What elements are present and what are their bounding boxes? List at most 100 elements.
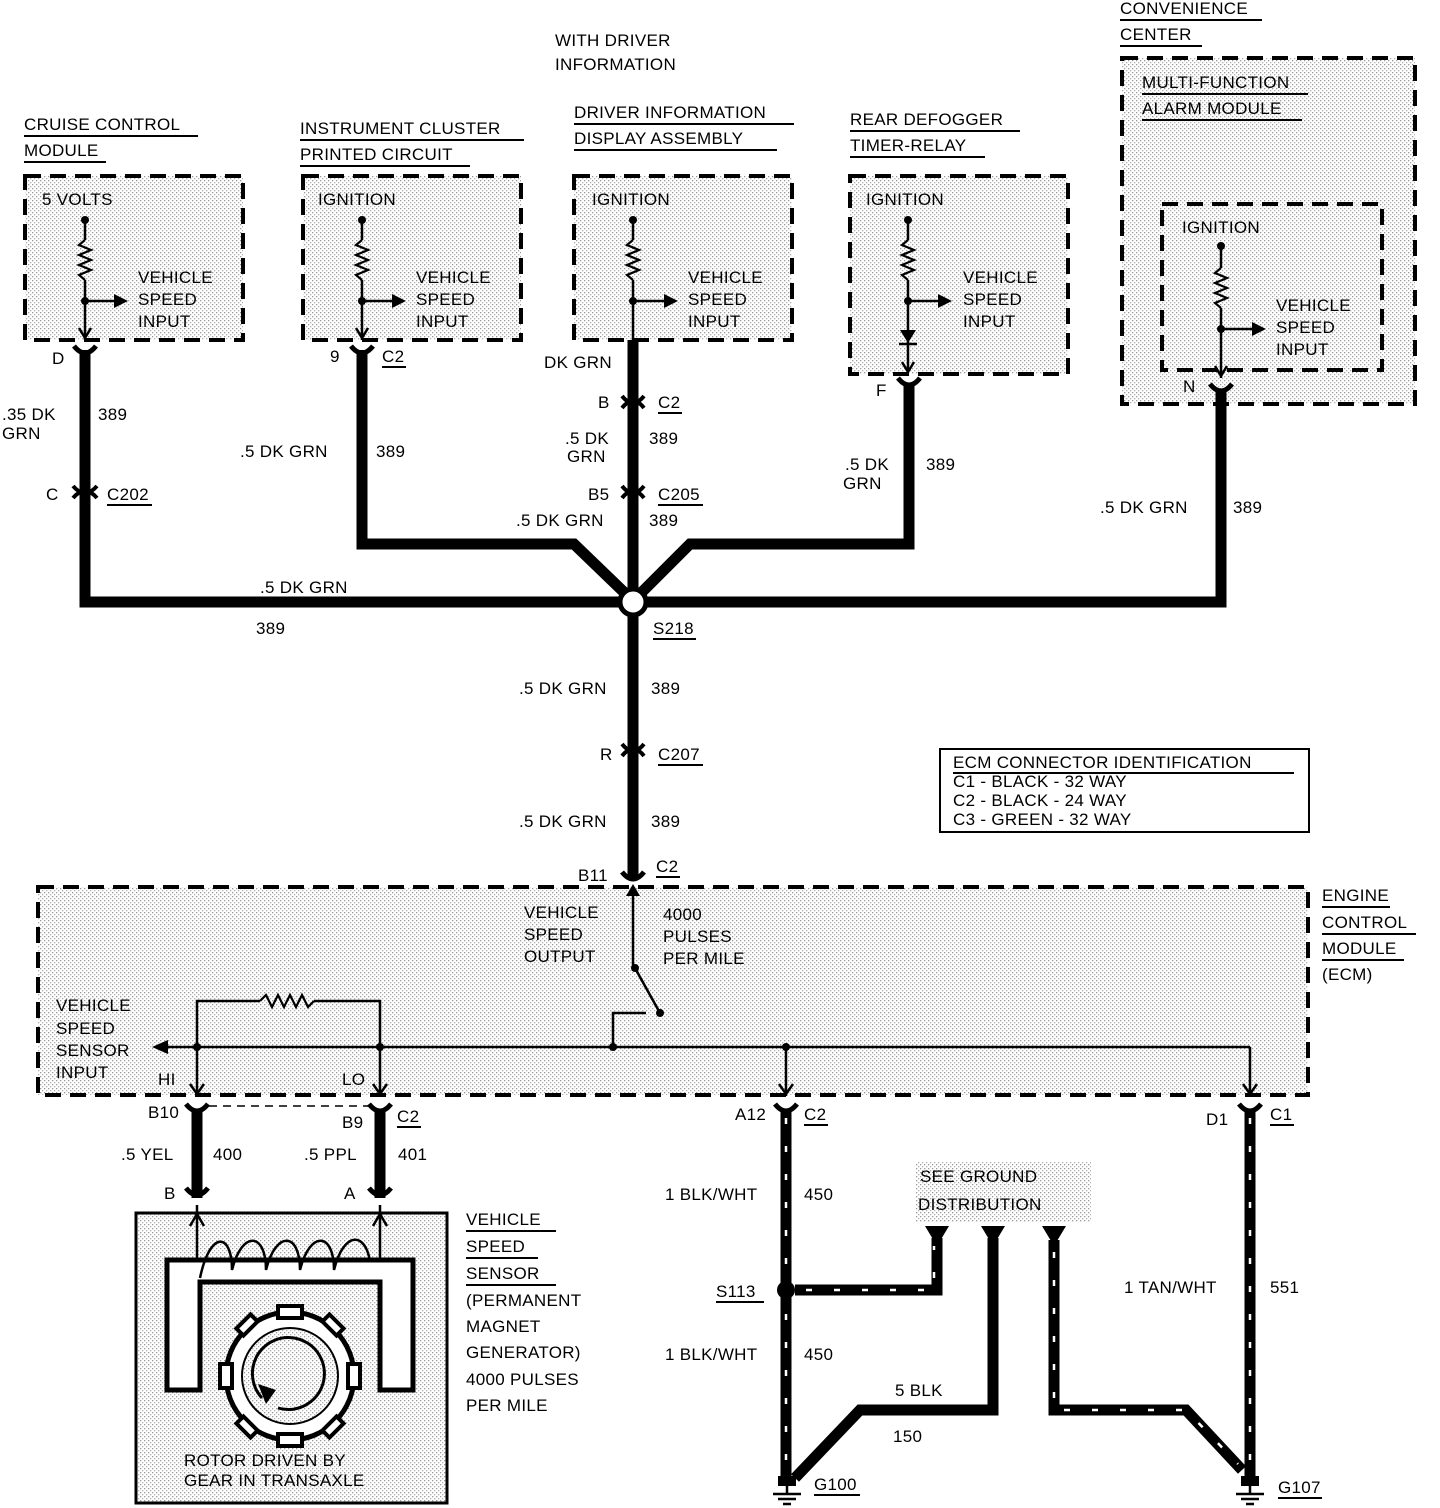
svg-text:389: 389	[651, 812, 680, 831]
svg-text:(ECM): (ECM)	[1322, 965, 1373, 984]
splice-s113	[777, 1281, 795, 1299]
svg-text:C2: C2	[656, 857, 678, 876]
svg-text:INFORMATION: INFORMATION	[555, 55, 676, 74]
svg-text:450: 450	[804, 1345, 833, 1364]
svg-text:VEHICLE: VEHICLE	[688, 268, 763, 287]
svg-text:VEHICLE: VEHICLE	[416, 268, 491, 287]
svg-text:B: B	[598, 393, 610, 412]
svg-text:C207: C207	[658, 745, 700, 764]
svg-text:MULTI-FUNCTION: MULTI-FUNCTION	[1142, 73, 1289, 92]
svg-text:GEAR IN TRANSAXLE: GEAR IN TRANSAXLE	[184, 1471, 365, 1490]
svg-text:IGNITION: IGNITION	[592, 190, 670, 209]
svg-text:1 TAN/WHT: 1 TAN/WHT	[1124, 1278, 1217, 1297]
svg-text:G107: G107	[1278, 1478, 1321, 1497]
rear-defogger-title: REAR DEFOGGER TIMER-RELAY	[850, 110, 1020, 158]
cruise-control-module-box	[23, 174, 245, 342]
svg-text:S113: S113	[716, 1282, 756, 1301]
svg-text:R: R	[600, 745, 613, 764]
svg-text:PRINTED CIRCUIT: PRINTED CIRCUIT	[300, 145, 453, 164]
svg-text:B5: B5	[588, 485, 609, 504]
svg-text:F: F	[876, 381, 887, 400]
svg-text:VEHICLE: VEHICLE	[1276, 296, 1351, 315]
svg-text:ROTOR DRIVEN BY: ROTOR DRIVEN BY	[184, 1451, 346, 1470]
arrow-down-icon	[981, 1226, 1005, 1246]
svg-text:PER MILE: PER MILE	[466, 1396, 548, 1415]
svg-text:SPEED: SPEED	[688, 290, 747, 309]
svg-text:PULSES: PULSES	[663, 927, 732, 946]
svg-text:551: 551	[1270, 1278, 1299, 1297]
svg-text:PER MILE: PER MILE	[663, 949, 745, 968]
svg-text:GENERATOR): GENERATOR)	[466, 1343, 581, 1362]
svg-text:.5 YEL: .5 YEL	[121, 1145, 174, 1164]
svg-text:D: D	[52, 349, 65, 368]
svg-text:5 BLK: 5 BLK	[895, 1381, 943, 1400]
vss-title: VEHICLE SPEED SENSOR (PERMANENT MAGNET G…	[466, 1210, 581, 1415]
svg-text:INSTRUMENT CLUSTER: INSTRUMENT CLUSTER	[300, 119, 501, 138]
svg-text:IGNITION: IGNITION	[318, 190, 396, 209]
vehicle-speed-sensor: ROTOR DRIVEN BY GEAR IN TRANSAXLE	[134, 1205, 449, 1505]
svg-text:N: N	[1183, 377, 1196, 396]
svg-text:SENSOR: SENSOR	[56, 1041, 130, 1060]
svg-text:4000: 4000	[663, 905, 702, 924]
convenience-center-title: CONVENIENCE CENTER MULTI-FUNCTION ALARM …	[1120, 0, 1308, 121]
dida-input-circuit: IGNITION VEHICLE SPEED INPUT	[592, 190, 763, 340]
ground-g107: G107	[1236, 1476, 1322, 1506]
svg-text:4000 PULSES: 4000 PULSES	[466, 1370, 579, 1389]
svg-text:IGNITION: IGNITION	[1182, 218, 1260, 237]
ecm-output-circuit: VEHICLE SPEED OUTPUT 4000 PULSES PER MIL…	[524, 884, 745, 1047]
svg-text:C2: C2	[382, 347, 404, 366]
svg-text:.5 DK GRN: .5 DK GRN	[260, 578, 348, 597]
svg-text:SPEED: SPEED	[466, 1237, 525, 1256]
svg-text:.5 DK GRN: .5 DK GRN	[1100, 498, 1188, 517]
svg-text:VEHICLE: VEHICLE	[524, 903, 599, 922]
svg-text:.5 DK GRN: .5 DK GRN	[519, 679, 607, 698]
svg-text:389: 389	[376, 442, 405, 461]
instrument-cluster-box	[301, 174, 523, 342]
wire-389-harness	[79, 340, 1227, 880]
cluster-input-circuit: IGNITION VEHICLE SPEED INPUT	[318, 190, 491, 341]
svg-text:ENGINE: ENGINE	[1322, 886, 1389, 905]
svg-text:CENTER: CENTER	[1120, 25, 1192, 44]
defogger-input-circuit: IGNITION VEHICLE SPEED INPUT	[866, 190, 1038, 375]
rear-defogger-box	[848, 174, 1070, 376]
svg-text:TIMER-RELAY: TIMER-RELAY	[850, 136, 966, 155]
vss-wires: B10 B9 C2 .5 YEL 400 .5 PPL 401 B A	[121, 1103, 427, 1203]
svg-text:C202: C202	[107, 485, 149, 504]
arrow-left-icon	[152, 1040, 168, 1054]
svg-text:450: 450	[804, 1185, 833, 1204]
ecm-connector-table: ECM CONNECTOR IDENTIFICATION C1 - BLACK …	[939, 748, 1310, 833]
svg-text:A12: A12	[735, 1105, 766, 1124]
svg-text:DISTRIBUTION: DISTRIBUTION	[918, 1195, 1042, 1214]
svg-text:D1: D1	[1206, 1110, 1228, 1129]
ground-wires: A12 C2 1 BLK/WHT 450 S113 1 BLK/WHT 450 …	[665, 1105, 1299, 1482]
svg-text:9: 9	[330, 347, 340, 366]
svg-text:DISPLAY ASSEMBLY: DISPLAY ASSEMBLY	[574, 129, 743, 148]
svg-text:VEHICLE: VEHICLE	[466, 1210, 541, 1229]
svg-text:OUTPUT: OUTPUT	[524, 947, 596, 966]
svg-text:A: A	[344, 1184, 356, 1203]
svg-text:B10: B10	[148, 1103, 179, 1122]
arrow-down-icon	[1042, 1226, 1066, 1246]
svg-text:GRN: GRN	[843, 474, 882, 493]
svg-text:C205: C205	[658, 485, 700, 504]
svg-text:LO: LO	[342, 1070, 365, 1089]
svg-text:.5 PPL: .5 PPL	[304, 1145, 357, 1164]
svg-text:HI: HI	[158, 1070, 176, 1089]
svg-text:389: 389	[651, 679, 680, 698]
svg-text:DRIVER INFORMATION: DRIVER INFORMATION	[574, 103, 766, 122]
svg-text:DK GRN: DK GRN	[544, 353, 612, 372]
ecm-title: ENGINE CONTROL MODULE (ECM)	[1322, 886, 1416, 984]
svg-text:INPUT: INPUT	[138, 312, 191, 331]
svg-text:C2: C2	[397, 1107, 419, 1126]
svg-text:CONVENIENCE: CONVENIENCE	[1120, 0, 1248, 18]
svg-text:.35 DK: .35 DK	[2, 405, 56, 424]
svg-text:.5 DK: .5 DK	[565, 429, 609, 448]
svg-text:389: 389	[649, 511, 678, 530]
ecm-box	[36, 885, 1310, 1097]
svg-text:SEE GROUND: SEE GROUND	[920, 1167, 1037, 1186]
svg-text:SPEED: SPEED	[56, 1019, 115, 1038]
svg-text:WITH DRIVER: WITH DRIVER	[555, 31, 671, 50]
svg-text:C2: C2	[658, 393, 680, 412]
svg-text:GRN: GRN	[2, 424, 41, 443]
